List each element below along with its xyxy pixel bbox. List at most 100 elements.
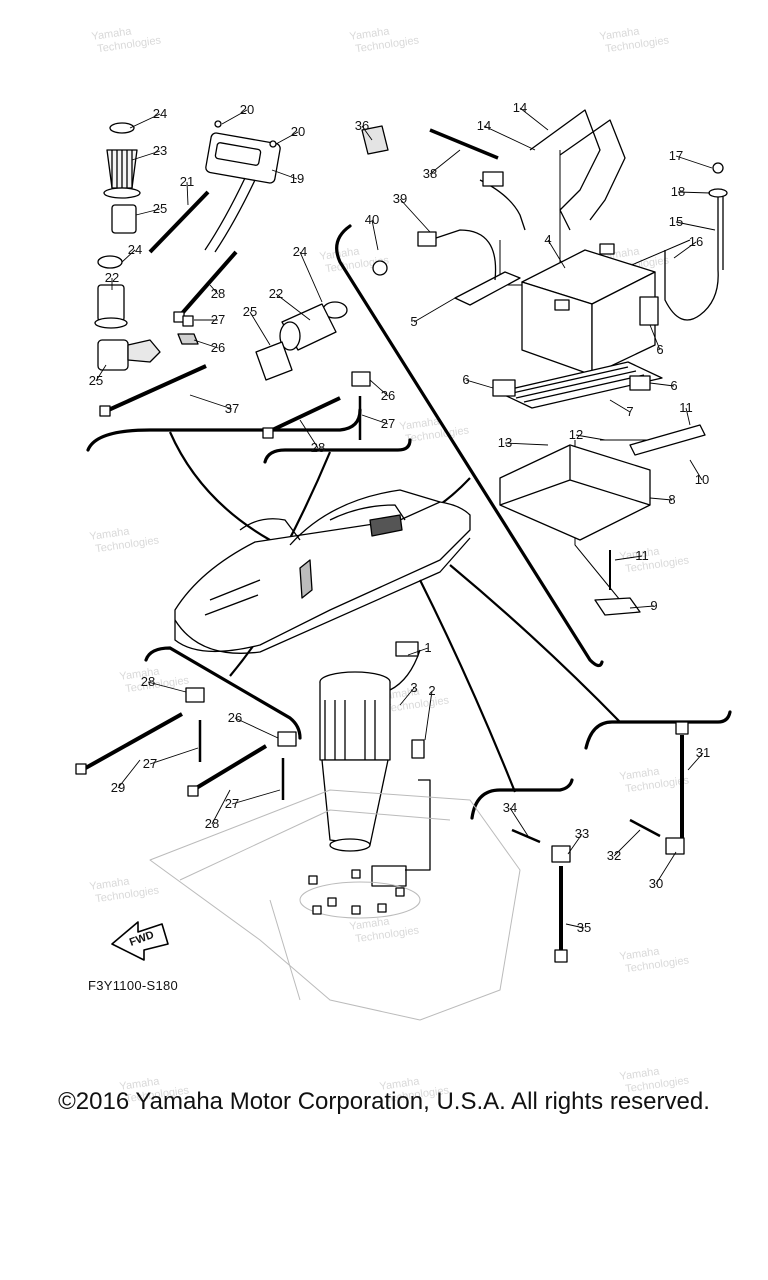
- callout-6: 6: [670, 378, 677, 393]
- callout-6: 6: [462, 372, 469, 387]
- hull-deck-outline: [150, 790, 520, 1020]
- connector-top-left: [170, 432, 270, 540]
- callout-7: 7: [626, 404, 633, 419]
- leader-line-13: [505, 443, 548, 445]
- callout-28: 28: [141, 674, 155, 689]
- bracket-left-bottom: [146, 648, 300, 738]
- callout-30: 30: [649, 876, 663, 891]
- leader-line-14: [484, 126, 535, 150]
- callout-32: 32: [607, 848, 621, 863]
- callout-26: 26: [228, 710, 242, 725]
- leader-line-20: [276, 132, 298, 144]
- watercraft-body: [175, 490, 470, 653]
- leader-line-25: [96, 365, 106, 381]
- leader-line-30: [656, 852, 676, 884]
- callout-27: 27: [225, 796, 239, 811]
- callout-36: 36: [355, 118, 369, 133]
- callout-28: 28: [205, 816, 219, 831]
- battery-tray: [498, 362, 662, 408]
- callout-25: 25: [153, 201, 167, 216]
- battery-stay: [595, 425, 705, 615]
- rivet-32: [630, 820, 660, 836]
- callout-26: 26: [211, 340, 225, 355]
- leader-line-21: [187, 182, 188, 205]
- callout-3: 3: [410, 680, 417, 695]
- part-drawings: [76, 110, 727, 1020]
- battery-box: [500, 445, 650, 540]
- bracket-right-bottom: [586, 712, 730, 748]
- callout-14: 14: [513, 100, 527, 115]
- callout-2: 2: [428, 683, 435, 698]
- cable-tie-37: [100, 366, 206, 416]
- callout-38: 38: [423, 166, 437, 181]
- callout-11: 11: [679, 400, 693, 415]
- watermark-text: Yamaha: [89, 875, 131, 893]
- leader-line-6: [466, 380, 493, 388]
- watermark-text: Yamaha: [119, 665, 161, 683]
- bracket-upper-mid: [265, 440, 410, 462]
- callout-17: 17: [669, 148, 683, 163]
- reference-code: F3Y1100-S180: [88, 978, 178, 993]
- callout-28: 28: [211, 286, 225, 301]
- callout-28: 28: [311, 440, 325, 455]
- leader-line-6: [650, 325, 660, 350]
- leader-line-11: [615, 556, 642, 560]
- callout-27: 27: [211, 312, 225, 327]
- watermark-text: Yamaha: [319, 245, 361, 263]
- leader-line-26: [370, 380, 388, 396]
- leader-line-19: [272, 170, 297, 179]
- callout-35: 35: [577, 920, 591, 935]
- callout-29: 29: [111, 780, 125, 795]
- watermark-text: Yamaha: [349, 915, 391, 933]
- callout-39: 39: [393, 191, 407, 206]
- cable-tie-28-mid: [263, 398, 340, 438]
- leader-line-17: [676, 156, 712, 168]
- rivet-34: [512, 830, 540, 842]
- leader-line-7: [610, 400, 630, 412]
- connector-sleeve: [256, 302, 347, 380]
- leader-line-3: [400, 688, 414, 705]
- leader-line-26: [235, 718, 278, 738]
- leader-line-14: [520, 108, 548, 130]
- callout-37: 37: [225, 401, 239, 416]
- leader-line-20: [222, 110, 247, 124]
- leader-line-28: [300, 420, 318, 448]
- connector-center-bottom: [420, 580, 515, 792]
- watermark-text: Yamaha: [619, 765, 661, 783]
- leader-line-22: [276, 294, 310, 320]
- leader-line-12: [576, 435, 605, 440]
- leader-line-26: [194, 340, 218, 348]
- bracket-top-left: [88, 410, 360, 450]
- callout-9: 9: [650, 598, 657, 613]
- watermark-text: Yamaha: [399, 415, 441, 433]
- leader-line-18: [678, 192, 710, 193]
- callout-27: 27: [381, 416, 395, 431]
- watermark-text: Yamaha: [379, 1075, 421, 1093]
- callout-20: 20: [240, 102, 254, 117]
- leader-line-16: [674, 242, 696, 258]
- leader-line-34: [510, 808, 528, 836]
- leader-line-2: [425, 691, 432, 740]
- callout-18: 18: [671, 184, 685, 199]
- fuse-cap-assembly: [104, 123, 140, 233]
- callout-11: 11: [635, 548, 649, 563]
- callout-33: 33: [575, 826, 589, 841]
- callout-20: 20: [291, 124, 305, 139]
- cable-tie-28-lower: [188, 746, 266, 796]
- callout-25: 25: [243, 304, 257, 319]
- group-brackets: [88, 226, 730, 818]
- fuse-holder-lower: [95, 256, 160, 370]
- leader-line-10: [690, 460, 702, 480]
- callout-12: 12: [569, 427, 583, 442]
- callout-1: 1: [424, 640, 431, 655]
- fwd-arrow: [112, 922, 168, 960]
- leader-line-28: [212, 790, 230, 824]
- clip-26-mid: [352, 372, 370, 440]
- fuel-pump-module: [320, 642, 430, 886]
- leader-lines: [96, 108, 715, 928]
- callout-25: 25: [89, 373, 103, 388]
- leader-line-27: [150, 748, 198, 764]
- hull-bolts: [309, 870, 404, 914]
- leader-line-25: [250, 312, 270, 345]
- callout-16: 16: [689, 234, 703, 249]
